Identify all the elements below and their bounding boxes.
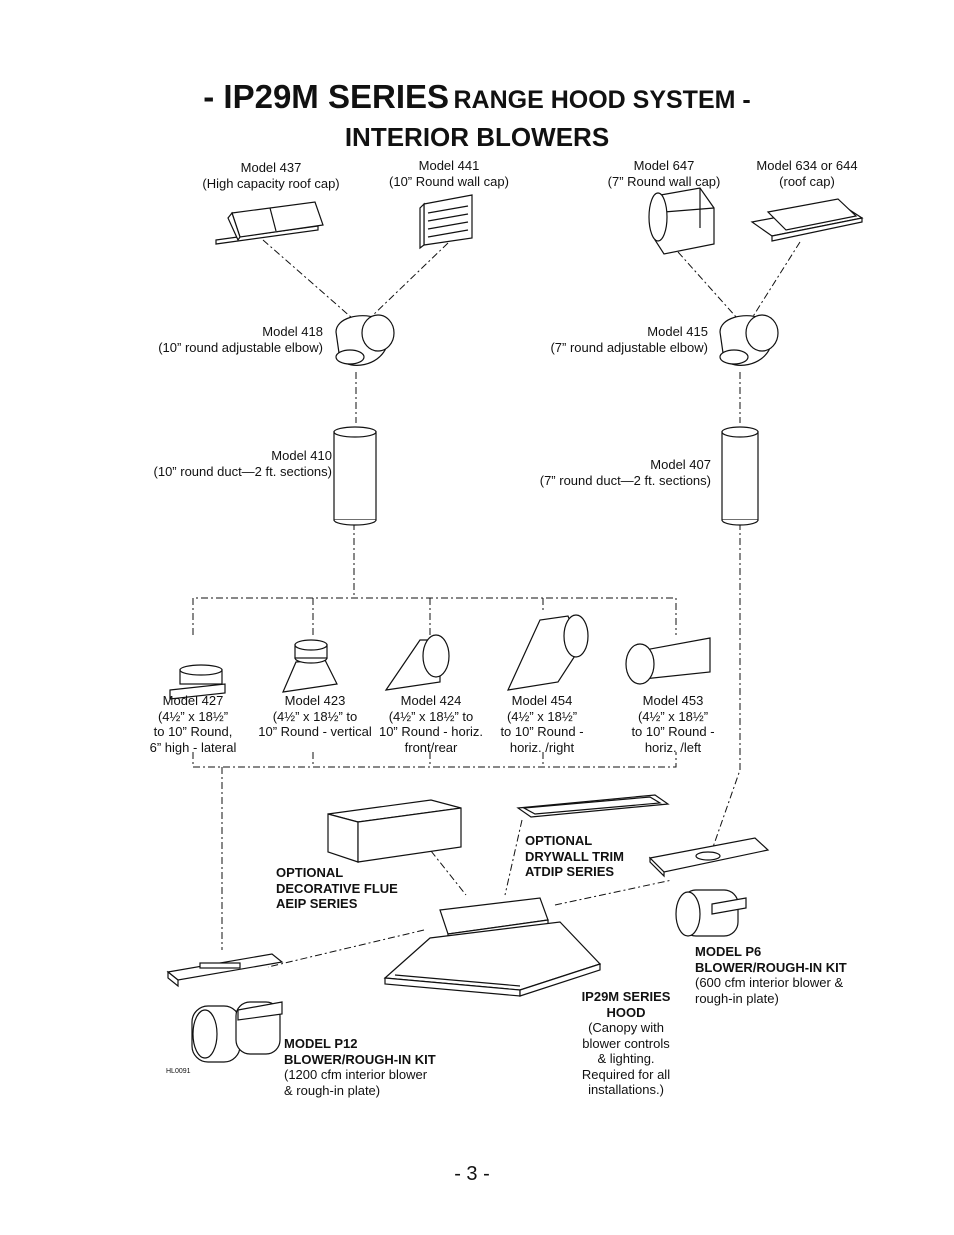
dash-leader-lines: [192, 239, 801, 968]
model-410-label: Model 410(10” round duct—2 ft. sections): [153, 448, 332, 479]
hood-callout: IP29M SERIES HOOD (Canopy with blower co…: [581, 989, 671, 1097]
model-423-transition: [282, 639, 338, 693]
decorative-flue: [327, 799, 462, 863]
model-424-transition: [384, 634, 450, 691]
page-number: - 3 -: [454, 1163, 490, 1185]
model-647-label: Model 647(7” Round wall cap): [607, 158, 721, 189]
model-454-transition: [506, 614, 589, 691]
p12-kit-callout: MODEL P12 BLOWER/ROUGH-IN KIT (1200 cfm …: [284, 1036, 436, 1098]
p12-rough-in-plate: [166, 953, 284, 988]
model-454-label: Model 454(4½” x 18½” to 10” Round -horiz…: [500, 693, 584, 755]
model-424-label: Model 424(4½” x 18½” to 10” Round - hori…: [378, 693, 484, 755]
ip29m-hood: [383, 897, 602, 997]
model-453-transition: [625, 637, 711, 685]
model-407-duct: [721, 426, 759, 526]
p6-blower: [675, 889, 747, 937]
model-634-roof-cap: [750, 198, 864, 242]
title-prefix: - IP29M SERIES: [203, 78, 450, 115]
model-437-label: Model 437(High capacity roof cap): [202, 160, 340, 191]
model-441-label: Model 441(10” Round wall cap): [389, 158, 509, 189]
model-407-label: Model 407(7” round duct—2 ft. sections): [539, 457, 711, 488]
model-423-label: Model 423(4½” x 18½” to 10” Round - vert…: [258, 693, 372, 739]
model-415-elbow: [719, 314, 779, 366]
page-title: - IP29M SERIES RANGE HOOD SYSTEM -: [0, 78, 954, 116]
model-441-wall-cap: [419, 194, 473, 250]
p12-blower: [191, 1001, 283, 1063]
model-647-wall-cap: [648, 187, 715, 255]
model-437-roof-cap: [215, 201, 324, 245]
drawing-code: HL0091: [166, 1068, 191, 1075]
model-415-label: Model 415(7” round adjustable elbow): [550, 324, 708, 355]
model-634-label: Model 634 or 644(roof cap): [756, 158, 858, 189]
p6-kit-callout: MODEL P6 BLOWER/ROUGH-IN KIT (600 cfm in…: [695, 944, 847, 1006]
model-427-label: Model 427(4½” x 18½” to 10” Round,6” hig…: [149, 693, 237, 755]
model-410-duct: [333, 426, 377, 526]
model-427-transition: [169, 664, 226, 700]
drywall-trim: [516, 794, 670, 818]
model-418-label: Model 418(10” round adjustable elbow): [158, 324, 323, 355]
model-418-elbow: [335, 314, 395, 366]
page-subtitle: INTERIOR BLOWERS: [344, 122, 610, 152]
model-453-label: Model 453(4½” x 18½” to 10” Round -horiz…: [631, 693, 715, 755]
p6-rough-in-plate: [648, 837, 770, 878]
title-suffix: RANGE HOOD SYSTEM -: [453, 86, 751, 114]
